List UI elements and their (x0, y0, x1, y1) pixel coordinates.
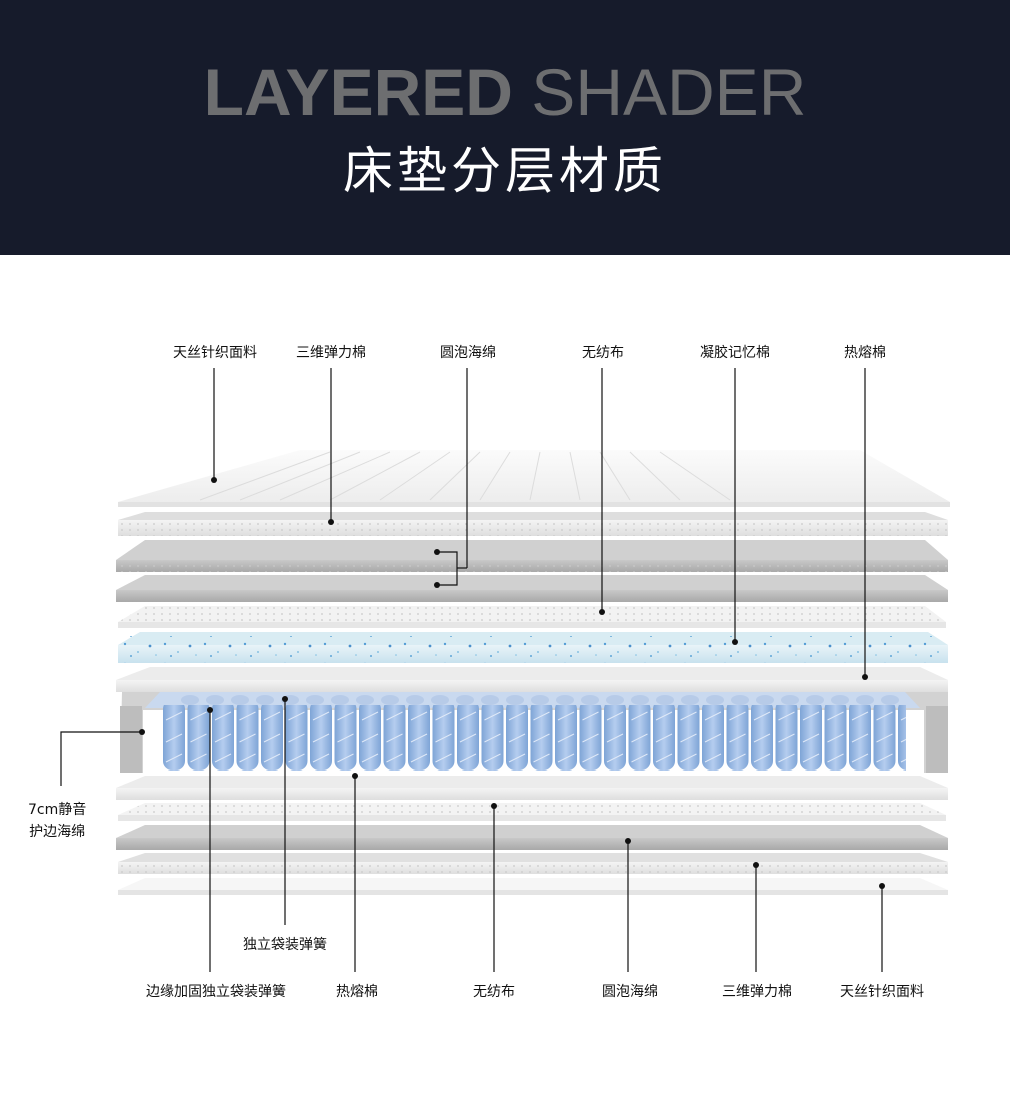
label-top-hot-melt-cotton: 热熔棉 (844, 345, 886, 361)
leader-lines (60, 368, 883, 972)
label-bottom-elastic-cotton: 三维弹力棉 (722, 984, 792, 1000)
elastic-cotton-layer (118, 512, 948, 536)
spring-core (120, 692, 948, 773)
nonwoven-layer-bottom (118, 803, 946, 821)
label-side-line2: 护边海绵 (29, 824, 86, 840)
label-bottom-tencel-fabric: 天丝针织面料 (840, 984, 924, 1000)
elastic-cotton-layer-bottom (118, 853, 948, 874)
title-bold: LAYERED (203, 55, 513, 129)
title-chinese: 床垫分层材质 (343, 142, 667, 200)
label-side-edge-foam: 7cm静音 护边海绵 (28, 801, 86, 841)
round-foam-layer-1 (116, 540, 948, 572)
leader-dots (139, 477, 885, 889)
header-banner: LAYERED SHADER 床垫分层材质 (0, 0, 1010, 255)
label-side-line1: 7cm静音 (28, 802, 87, 818)
label-top-gel-memory-foam: 凝胶记忆棉 (700, 345, 770, 361)
label-pocket-spring: 独立袋装弹簧 (243, 937, 327, 953)
title-light: SHADER (531, 55, 807, 129)
top-fabric-layer (118, 450, 950, 507)
bottom-fabric-layer (118, 878, 948, 895)
label-bottom-hot-melt-cotton: 热熔棉 (336, 984, 378, 1000)
hot-melt-cotton-layer-top (116, 667, 948, 692)
label-bottom-edge-spring: 边缘加固独立袋装弹簧 (146, 984, 286, 1000)
label-top-round-foam: 圆泡海绵 (440, 345, 496, 361)
hot-melt-cotton-layer-bottom (116, 776, 948, 800)
nonwoven-layer (118, 606, 946, 628)
label-bottom-round-foam: 圆泡海绵 (602, 984, 658, 1000)
label-top-tencel-fabric: 天丝针织面料 (173, 345, 257, 361)
round-foam-layer-bottom (116, 825, 948, 850)
label-bottom-nonwoven: 无纺布 (473, 984, 515, 1000)
gel-memory-foam-layer (118, 632, 948, 663)
title-english: LAYERED SHADER (0, 52, 1010, 132)
label-top-elastic-cotton: 三维弹力棉 (296, 345, 366, 361)
label-top-nonwoven: 无纺布 (582, 345, 624, 361)
round-foam-layer-2 (116, 575, 948, 602)
